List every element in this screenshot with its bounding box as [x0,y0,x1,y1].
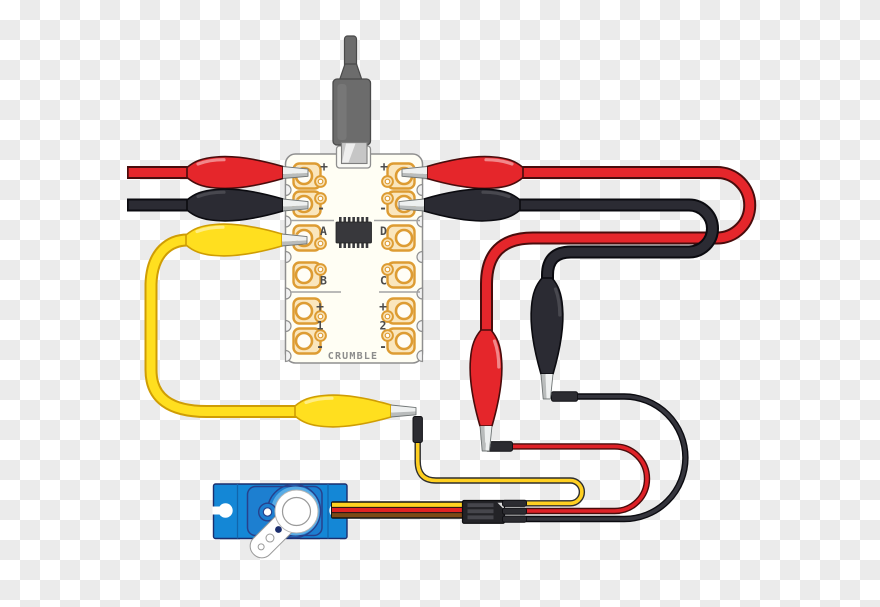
pad-label-minus-r: - [379,202,387,217]
servo-horn-hole-2 [257,543,265,551]
yellow-jumper-sleeve [412,416,423,443]
board-notches-left [284,183,292,363]
connector-pin-signal [502,499,527,507]
pad-label-B: B [320,274,327,288]
lead-wires [127,166,757,419]
servo-ribbon [331,501,466,519]
crumble-board: + - A B + 1 - + - D C + 2 - CRUMBLE [284,145,424,364]
connector-pin-ground [502,515,527,523]
connector-slot-1 [467,503,494,508]
clip-black-left [186,188,309,222]
servo-horn-disc-ring [281,496,312,527]
servo-connector [461,499,527,524]
pad-label-1-plus: + [316,300,324,315]
clip-yellow-board [185,223,308,257]
pad-label-D: D [380,224,387,238]
pad-label-plus-l: + [320,160,328,175]
pad-label-1-minus: - [316,340,324,355]
pad-label-plus-r: + [380,160,388,175]
servo-motor [212,483,348,559]
clip-red-left [186,155,309,190]
clip-black-jumper [530,277,564,400]
alligator-clips [185,155,564,452]
usb-cable [332,35,372,165]
pad-label-C: C [380,274,387,288]
ic-chip [335,217,372,248]
connector-pin-power [502,507,527,515]
clip-yellow-jumper [294,394,417,428]
red-lead-right-core [482,168,755,342]
board-labels: + - A B + 1 - + - D C + 2 - CRUMBLE [316,160,388,362]
pad-2-minus [381,327,416,355]
pad-label-2: 2 [380,319,387,333]
pad-2-plus [381,297,416,325]
red-jumper-core [505,444,649,513]
board-separators [290,219,420,293]
pad-D [381,224,416,252]
jumper-wires [414,393,689,523]
pad-label-2-minus: - [379,340,387,355]
usb-plug-gleam [342,143,356,163]
servo-horn-hole-1 [265,533,275,543]
black-jumper-core [526,394,688,521]
servo-mount-hole-left [218,503,233,518]
connector-slot-3 [467,515,494,520]
pad-label-A: A [320,224,327,238]
pad-label-1: 1 [317,319,324,333]
pad-1-minus [292,327,327,355]
clip-red-jumper [469,329,503,452]
servo-horn-disc [274,489,319,534]
yellow-lead-wire [144,233,300,419]
servo-horn-screw [275,526,282,533]
black-lead-right-core [510,200,717,290]
clip-red-right [401,155,524,190]
clip-black-right [398,188,521,222]
usb-cord [343,35,358,69]
yellow-jumper-core [415,436,584,506]
usb-strain-relief [338,63,363,81]
board-name: CRUMBLE [328,351,379,362]
yellow-lead-core [146,235,300,417]
usb-plug-highlight [337,84,347,140]
pad-1-plus [292,297,327,325]
pad-label-minus-l: - [317,202,325,217]
servo-shaft-small-hole [262,507,273,517]
pad-C [381,261,416,289]
pad-label-2-plus: + [379,300,387,315]
connector-slot-2 [467,509,494,514]
black-jumper-sleeve [551,391,578,402]
pad-B [292,261,327,289]
